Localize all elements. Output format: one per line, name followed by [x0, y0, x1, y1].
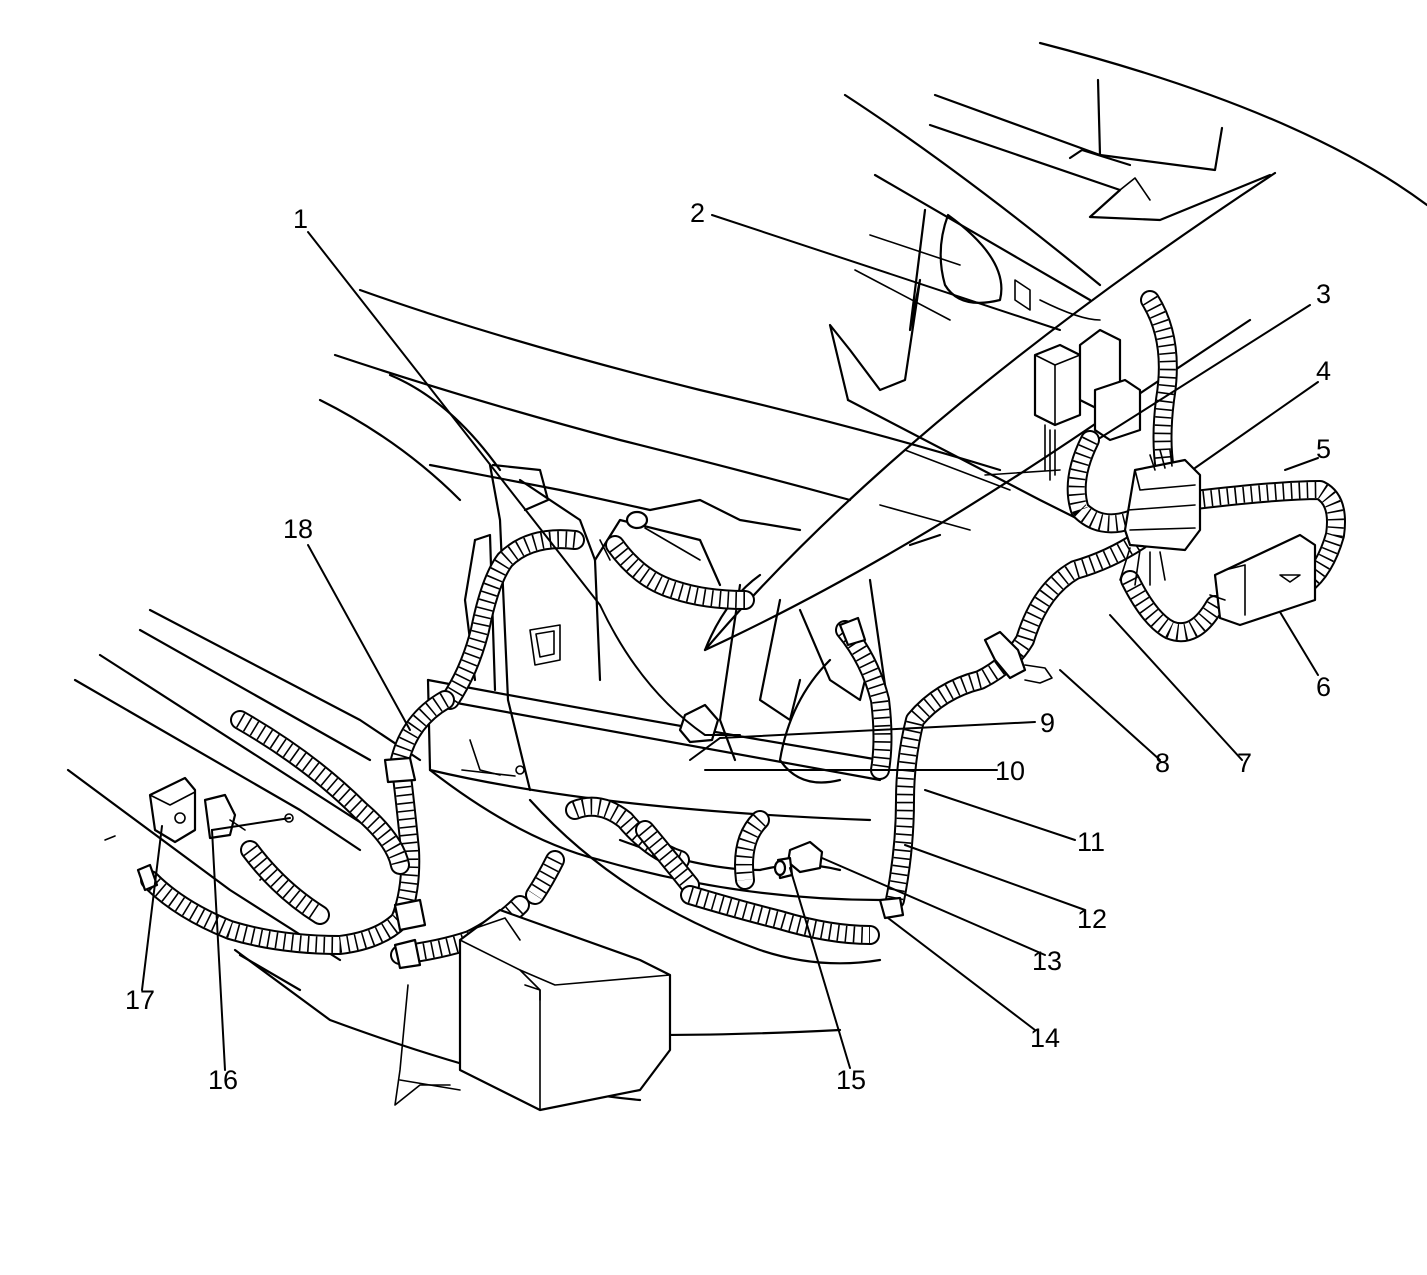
grommet: [678, 703, 720, 744]
callout-8: 8: [1155, 748, 1170, 778]
ground-terminal: [599, 510, 701, 561]
callout-13: 13: [1032, 946, 1062, 976]
switch-bracket: [148, 776, 246, 844]
callout-1: 1: [293, 204, 308, 234]
callout-labels: 1 2 3 4 5 6 7 8 9 10 11 12 13 14 15 16 1…: [125, 198, 1331, 1095]
control-module: [1209, 533, 1317, 627]
harness-conduit: [682, 887, 878, 943]
callout-14: 14: [1030, 1023, 1060, 1053]
callout-11: 11: [1077, 827, 1105, 857]
engine-harness: [140, 290, 1346, 965]
harness-conduit: [1068, 432, 1138, 532]
temperature-sensor: [773, 840, 824, 880]
harness-conduit: [527, 852, 563, 903]
bulkhead-connector: [1119, 449, 1202, 586]
callout-18: 18: [283, 514, 313, 544]
harness-conduit: [638, 824, 697, 890]
callout-7: 7: [1237, 748, 1252, 778]
harness-conduit: [443, 531, 576, 705]
callout-3: 3: [1316, 279, 1331, 309]
harness-conduit: [1194, 482, 1344, 592]
harness-conduit: [1122, 576, 1222, 641]
harness-conduit: [887, 292, 1176, 908]
callout-16: 16: [208, 1065, 238, 1095]
leader-lines: [141, 214, 1319, 1071]
callout-4: 4: [1316, 356, 1331, 386]
harness-conduit: [144, 693, 450, 953]
callout-6: 6: [1316, 672, 1331, 702]
callout-12: 12: [1077, 904, 1107, 934]
harness-connectors: [104, 616, 905, 970]
harness-conduit: [1068, 436, 1133, 532]
harness-conduit: [736, 814, 766, 881]
harness-conduit: [243, 845, 325, 922]
callout-10: 10: [995, 756, 1025, 786]
harness-conduit: [236, 713, 408, 867]
harness-conduit: [607, 537, 753, 608]
callout-9: 9: [1040, 708, 1055, 738]
callout-15: 15: [836, 1065, 866, 1095]
harness-retainer: [983, 630, 1053, 684]
battery-tray: [458, 908, 672, 1112]
harness-conduit: [442, 531, 583, 708]
callout-5: 5: [1316, 434, 1331, 464]
harness-conduit: [232, 712, 408, 873]
callout-2: 2: [690, 198, 705, 228]
callout-17: 17: [125, 985, 155, 1015]
relay-center: [1014, 279, 1142, 481]
vehicle-body-outline: [66, 41, 1427, 1106]
harness-conduit: [837, 622, 891, 778]
